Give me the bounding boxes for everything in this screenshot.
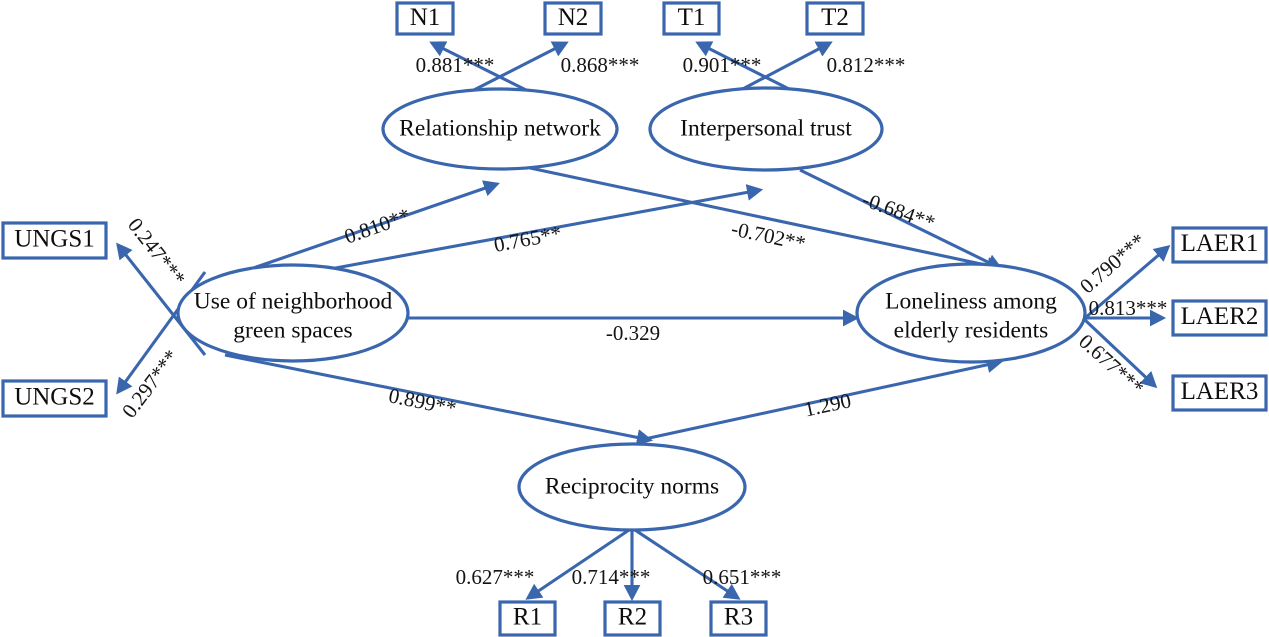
node-use-of-neighborhood-green-spaces[interactable]: Use of neighborhood green spaces <box>176 263 410 363</box>
coef-ungs-to-reciprocity-norms: 0.899** <box>387 383 459 420</box>
coef-interpersonal-trust-to-loneliness: -0.684** <box>859 187 938 235</box>
node-r3[interactable]: R3 <box>709 600 768 637</box>
node-laer2[interactable]: LAER2 <box>1171 299 1268 337</box>
node-ungs2-label: UNGS2 <box>14 384 95 411</box>
coef-ungs-to-relationship-network: 0.810** <box>341 203 413 248</box>
node-t1-label: T1 <box>678 4 706 31</box>
node-r3-label: R3 <box>724 604 753 631</box>
node-laer2-label: LAER2 <box>1181 303 1259 330</box>
edge-reciprocity-norms-to-loneliness <box>639 356 1004 442</box>
node-ungs2[interactable]: UNGS2 <box>1 379 108 418</box>
edge-interpersonal-trust-to-loneliness <box>799 168 1003 270</box>
coef-ungs-to-ungs1: 0.247*** <box>123 213 190 290</box>
node-ungs1-label: UNGS1 <box>14 226 95 253</box>
coef-it-to-t1: 0.901*** <box>683 53 762 77</box>
node-loneliness-among-elderly-residents[interactable]: Loneliness among elderly residents <box>855 262 1087 364</box>
node-reciprocity-norms-label: Reciprocity norms <box>545 473 719 499</box>
node-relationship-network[interactable]: Relationship network <box>381 87 619 171</box>
coef-ungs-to-loneliness-direct: -0.329 <box>606 321 660 345</box>
node-ungs1[interactable]: UNGS1 <box>1 221 108 260</box>
node-r1-label: R1 <box>513 604 542 631</box>
edge-rn-to-n2 <box>469 41 569 94</box>
coef-loneliness-to-laer3: 0.677*** <box>1074 329 1149 400</box>
node-r1[interactable]: R1 <box>498 600 557 637</box>
node-loneliness-label-line2: elderly residents <box>894 317 1049 343</box>
node-laer3[interactable]: LAER3 <box>1171 374 1268 412</box>
node-t1[interactable]: T1 <box>662 1 721 36</box>
node-laer1[interactable]: LAER1 <box>1171 226 1268 264</box>
coef-rn-to-n1: 0.881*** <box>416 53 495 77</box>
coef-relationship-network-to-loneliness: -0.702** <box>729 216 808 255</box>
node-loneliness-label-line1: Loneliness among <box>885 288 1057 314</box>
edge-reciprocity-norms-to-r3 <box>631 526 741 600</box>
node-n1-label: N1 <box>410 4 441 31</box>
coef-loneliness-to-laer2: 0.813*** <box>1089 296 1168 320</box>
node-n1[interactable]: N1 <box>395 1 455 36</box>
coef-loneliness-to-laer1: 0.790*** <box>1075 228 1150 298</box>
node-n2[interactable]: N2 <box>543 1 603 36</box>
coef-ungs-to-ungs2: 0.297*** <box>117 345 184 422</box>
coef-ungs-to-interpersonal-trust: 0.765** <box>492 221 563 257</box>
coef-reciprocity-norms-to-r1: 0.627*** <box>456 565 535 589</box>
edge-reciprocity-norms-to-r1 <box>525 526 633 600</box>
coef-reciprocity-norms-to-loneliness: 1.290 <box>802 388 853 421</box>
coef-reciprocity-norms-to-r2: 0.714*** <box>572 565 651 589</box>
node-relationship-network-label: Relationship network <box>399 115 601 141</box>
node-interpersonal-trust-label: Interpersonal trust <box>680 115 852 141</box>
node-t2-label: T2 <box>821 4 849 31</box>
coef-it-to-t2: 0.812*** <box>827 53 906 77</box>
node-interpersonal-trust[interactable]: Interpersonal trust <box>648 86 884 172</box>
node-laer3-label: LAER3 <box>1181 378 1259 405</box>
edge-ungs-to-reciprocity-norms <box>224 353 654 446</box>
node-ungs-label-line2: green spaces <box>233 317 352 343</box>
edge-it-to-t1 <box>695 41 796 94</box>
edge-relationship-network-to-loneliness <box>529 166 1004 274</box>
edge-rn-to-n1 <box>429 41 531 94</box>
node-ungs-label-line1: Use of neighborhood <box>194 288 393 314</box>
edge-loneliness-to-laer3 <box>1083 318 1158 389</box>
node-r2-label: R2 <box>618 604 647 631</box>
edge-it-to-t2 <box>736 41 833 94</box>
coef-rn-to-n2: 0.868*** <box>561 53 640 77</box>
node-n2-label: N2 <box>558 4 589 31</box>
node-r2[interactable]: R2 <box>603 600 662 637</box>
node-t2[interactable]: T2 <box>805 1 865 36</box>
node-reciprocity-norms[interactable]: Reciprocity norms <box>517 442 747 532</box>
edge-loneliness-to-laer1 <box>1083 244 1171 320</box>
node-laer1-label: LAER1 <box>1181 230 1259 257</box>
coef-reciprocity-norms-to-r3: 0.651*** <box>703 565 782 589</box>
